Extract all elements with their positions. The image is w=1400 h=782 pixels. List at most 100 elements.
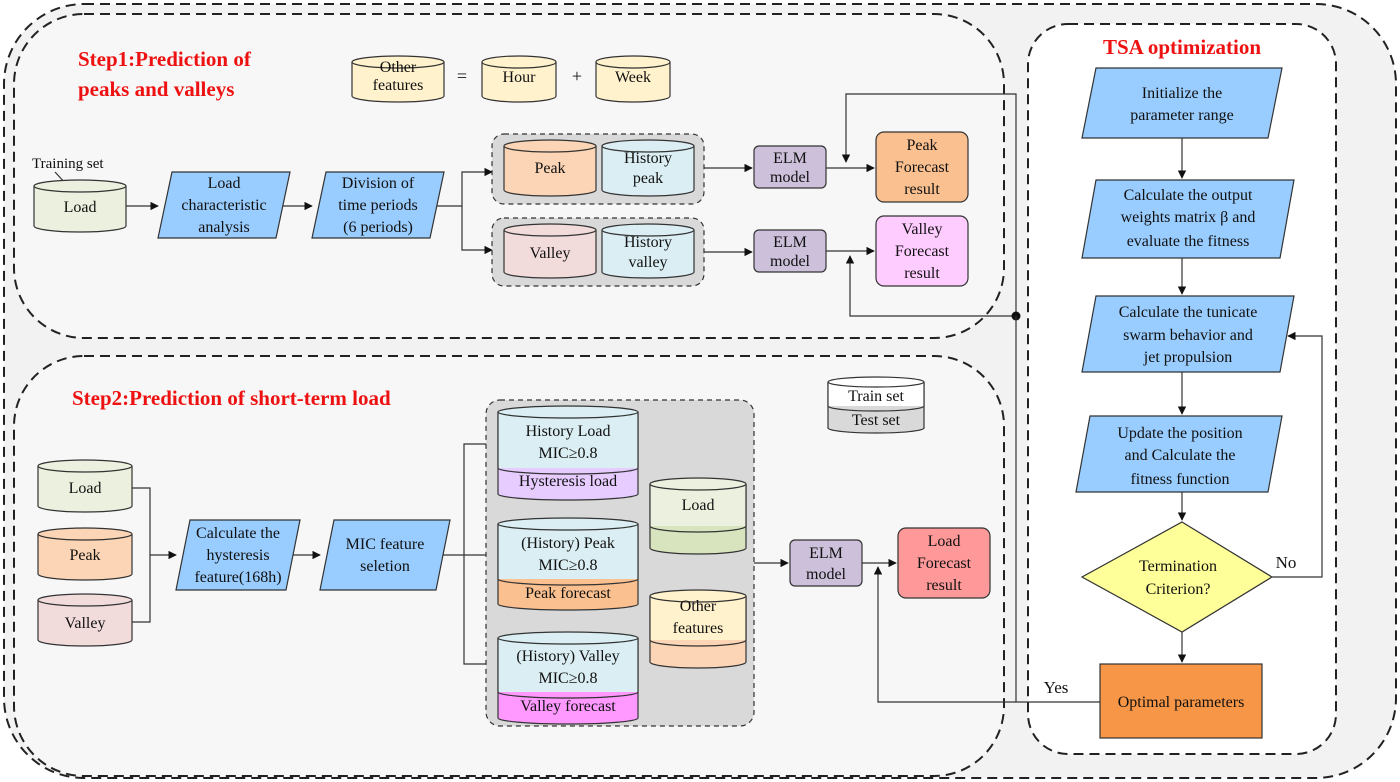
calc-line3: evaluate the fitness <box>1127 233 1250 250</box>
tsa-optimal-parameters: Optimal parameters <box>1099 663 1263 739</box>
hyst-line2: hysteresis <box>206 547 269 564</box>
step1-load-db: Load <box>33 179 127 233</box>
mic-line1: MIC feature <box>346 536 425 553</box>
hist-valley-line2: MIC≥0.8 <box>538 670 597 687</box>
elm-valley-line1: ELM <box>773 234 807 251</box>
hour-label: Hour <box>503 69 537 86</box>
history-valley-mic-db: (History) Valley MIC≥0.8 Valley forecast <box>497 631 639 725</box>
load-forecast-result: Load Forecast result <box>897 527 991 599</box>
legend-train: Train set <box>848 388 904 405</box>
week-db: Week <box>595 55 671 103</box>
hour-db: Hour <box>481 55 557 103</box>
feedback-line-valley <box>845 255 1016 317</box>
optimal-label: Optimal parameters <box>1118 694 1245 711</box>
tsa-update-position: Update the position and Calculate the fi… <box>1075 415 1283 493</box>
update-line1: Update the position <box>1117 425 1242 442</box>
step2-title: Step2:Prediction of short-term load <box>72 386 391 410</box>
elm-model-peak: ELM model <box>753 145 827 189</box>
valley-db: Valley <box>503 223 597 279</box>
hyst-line3: feature(168h) <box>194 569 281 586</box>
peak-db: Peak <box>503 139 597 197</box>
load-char-line3: analysis <box>198 219 250 236</box>
step2-load-db: Load <box>37 459 133 513</box>
train-test-legend: Train set Test set <box>827 376 925 434</box>
step2-valley-label: Valley <box>65 615 106 632</box>
calc-line2: weights matrix β and <box>1121 209 1256 226</box>
peak-result-line3: result <box>904 181 940 198</box>
feedback-line-load <box>873 566 1016 703</box>
valley-result-line3: result <box>904 265 940 282</box>
update-line3: fitness function <box>1130 471 1229 488</box>
history-valley-db: History valley <box>601 223 695 279</box>
swarm-line1: Calculate the tunicate <box>1119 304 1258 321</box>
tsa-swarm-behavior: Calculate the tunicate swarm behavior an… <box>1081 295 1295 373</box>
other-features-label-2: features <box>373 77 424 94</box>
peak-forecast-result: Peak Forecast result <box>875 131 969 203</box>
history-peak-mic-db: (History) Peak MIC≥0.8 Peak forecast <box>497 517 639 611</box>
step1-title-line2: peaks and valleys <box>78 77 234 101</box>
peak-result-line2: Forecast <box>895 159 950 176</box>
hist-peak-line2: MIC≥0.8 <box>538 557 597 574</box>
valley-db-label: Valley <box>530 245 571 262</box>
hist-load-line2: MIC≥0.8 <box>538 445 597 462</box>
step2-peak-db: Peak <box>37 527 133 581</box>
tsa-initialize: Initialize the parameter range <box>1081 67 1283 139</box>
load-result-line3: result <box>926 577 962 594</box>
step2-other-features-db: Other features <box>649 589 747 669</box>
load-characteristic-analysis: Load characteristic analysis <box>157 171 291 239</box>
division-line2: time periods <box>338 197 418 214</box>
elm-peak-line2: model <box>770 169 811 186</box>
peak-db-label: Peak <box>534 160 565 177</box>
load-result-line2: Forecast <box>917 555 972 572</box>
step2-load-label: Load <box>69 480 102 497</box>
history-peak-db: History peak <box>601 139 695 197</box>
other-features-db: Other features <box>351 55 445 103</box>
tsa-title: TSA optimization <box>1103 35 1261 59</box>
division-line1: Division of <box>342 175 415 192</box>
yes-label: Yes <box>1044 678 1069 697</box>
peak-forecast-label: Peak forecast <box>525 585 611 602</box>
mic-line2: seletion <box>360 558 410 575</box>
load-result-line1: Load <box>928 533 961 550</box>
term-line2: Criterion? <box>1146 581 1211 598</box>
hist-valley-line1: (History) Valley <box>516 648 619 665</box>
hyst-line1: Calculate the <box>196 525 280 542</box>
tsa-calc-output-weights: Calculate the output weights matrix β an… <box>1081 179 1295 259</box>
load-char-line1: Load <box>208 175 241 192</box>
no-loop-line <box>1272 331 1323 578</box>
hysteresis-load-label: Hysteresis load <box>519 473 617 490</box>
step2-other-features-line1: Other <box>680 598 717 615</box>
tsa-termination-decision: Termination Criterion? <box>1080 521 1274 633</box>
training-set-label: Training set <box>32 156 104 172</box>
feedback-line-peak <box>841 93 1017 316</box>
step2-other-features-line2: features <box>673 620 724 637</box>
term-line1: Termination <box>1139 558 1217 575</box>
step1-load-label: Load <box>64 199 97 216</box>
swarm-line2: swarm behavior and <box>1123 327 1253 344</box>
init-line1: Initialize the <box>1142 85 1222 102</box>
plus-sign: + <box>572 66 582 86</box>
step2-valley-db: Valley <box>37 593 133 647</box>
elm-load-line1: ELM <box>809 545 843 562</box>
history-valley-line1: History <box>624 234 672 251</box>
other-features-label-1: Other <box>380 59 417 76</box>
calc-hysteresis-feature: Calculate the hysteresis feature(168h) <box>175 519 301 591</box>
step2-load-right-label: Load <box>682 497 715 514</box>
calc-line1: Calculate the output <box>1124 187 1253 204</box>
history-peak-line1: History <box>624 150 672 167</box>
valley-result-line1: Valley <box>902 221 943 238</box>
init-line2: parameter range <box>1130 107 1233 124</box>
elm-peak-line1: ELM <box>773 150 807 167</box>
elm-valley-line2: model <box>770 253 811 270</box>
elm-model-valley: ELM model <box>753 229 827 273</box>
step2-peak-label: Peak <box>69 547 100 564</box>
hist-load-line1: History Load <box>526 423 611 440</box>
elm-model-load: ELM model <box>789 539 863 587</box>
valley-result-line2: Forecast <box>895 243 950 260</box>
week-label: Week <box>615 69 651 86</box>
peak-result-line1: Peak <box>906 137 937 154</box>
hist-peak-line1: (History) Peak <box>521 535 615 552</box>
history-valley-line2: valley <box>628 254 667 271</box>
equals-sign: = <box>457 66 467 86</box>
